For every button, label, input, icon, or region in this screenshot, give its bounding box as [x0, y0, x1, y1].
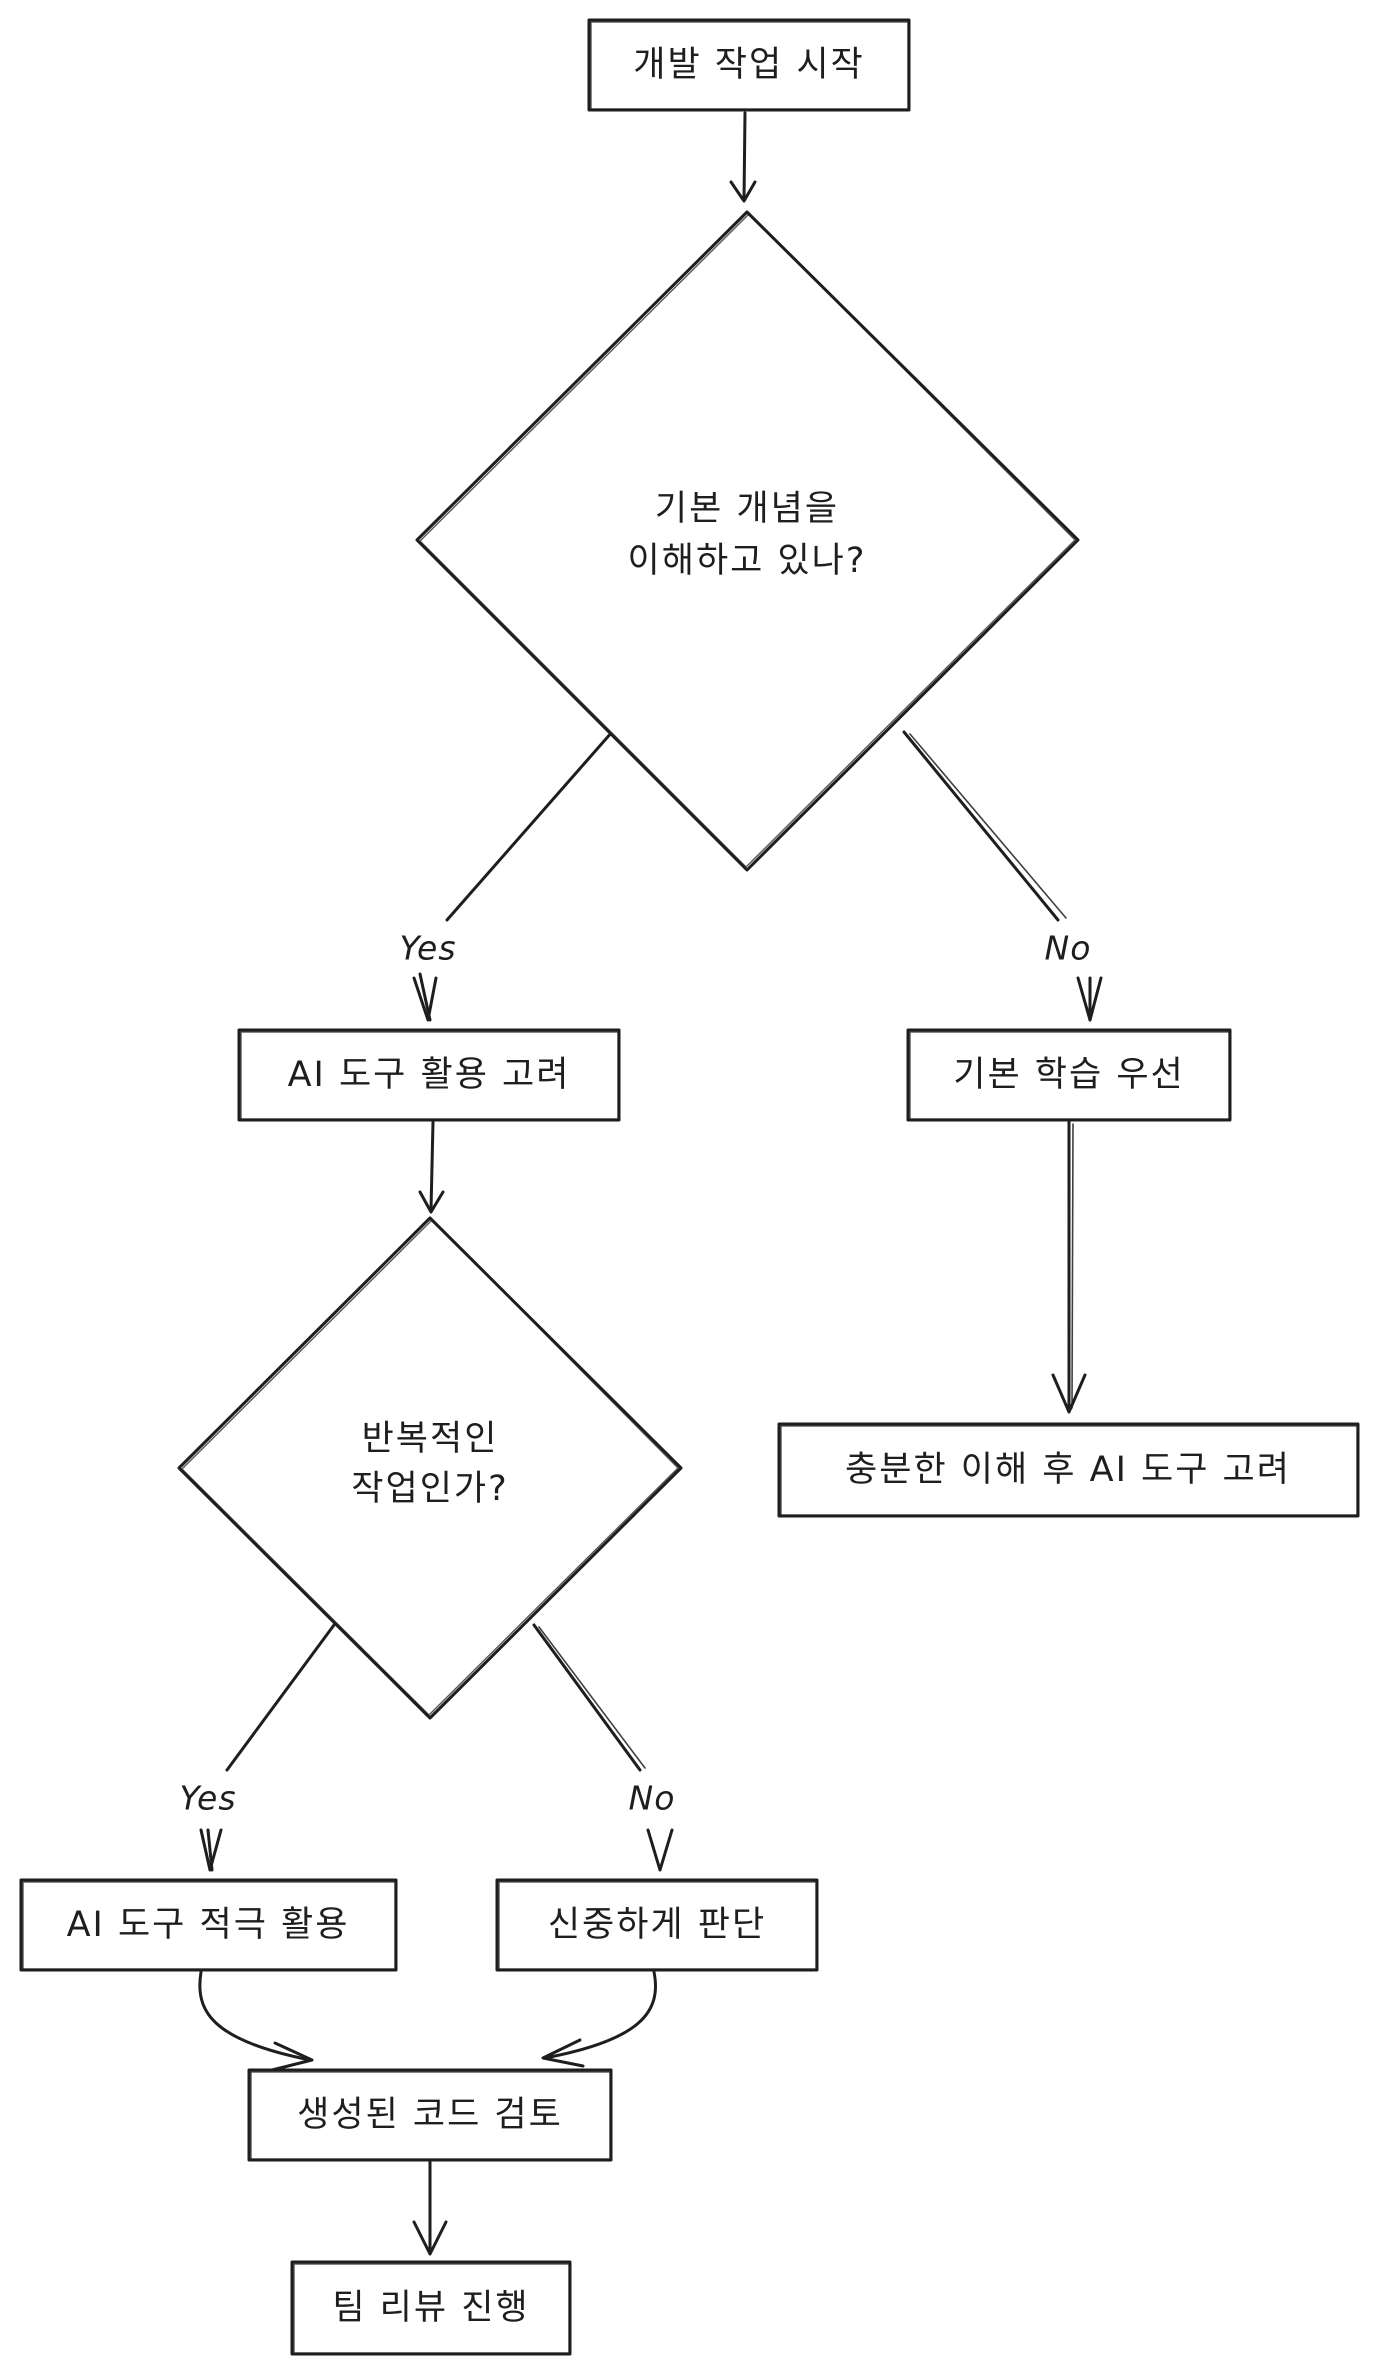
node-basic-learning[interactable]: 기본 학습 우선 [906, 1028, 1232, 1122]
node-start-label: 개발 작업 시작 [633, 45, 864, 85]
edge-repetitive-yes [199, 1623, 336, 1872]
edge-label-repetitive-no: No [629, 1779, 676, 1818]
node-careful-label: 신중하게 판단 [548, 1905, 766, 1945]
edge-concept-yes [412, 730, 614, 1022]
edge-label-concept-yes: Yes [399, 929, 456, 968]
decision-repetitive-label-line2: 작업인가? [351, 1469, 508, 1509]
node-decision-repetitive[interactable]: 반복적인 작업인가? [177, 1216, 683, 1720]
node-review-code[interactable]: 생성된 코드 검토 [247, 2068, 613, 2162]
node-use-ai[interactable]: AI 도구 적극 활용 [19, 1878, 398, 1972]
node-consider-ai-label: AI 도구 활용 고려 [288, 1055, 571, 1095]
edge-basic-learning-to-after-understanding [1051, 1120, 1087, 1414]
edge-repetitive-no [532, 1623, 674, 1872]
node-start[interactable]: 개발 작업 시작 [587, 18, 911, 112]
node-team-review[interactable]: 팀 리뷰 진행 [290, 2260, 572, 2356]
node-after-understanding-label: 충분한 이해 후 AI 도구 고려 [845, 1450, 1291, 1490]
edge-concept-no [902, 730, 1103, 1022]
edge-start-to-concept-decision [729, 111, 757, 203]
decision-repetitive-label-line1: 반복적인 [362, 1419, 499, 1459]
edge-careful-to-review [541, 1970, 657, 2068]
edge-label-concept-no: No [1045, 929, 1092, 968]
edge-use-ai-to-review [198, 1970, 314, 2072]
node-team-review-label: 팀 리뷰 진행 [332, 2288, 529, 2328]
node-basic-learning-label: 기본 학습 우선 [953, 1055, 1184, 1095]
node-use-ai-label: AI 도구 적극 활용 [67, 1905, 350, 1945]
node-review-code-label: 생성된 코드 검토 [297, 2095, 563, 2135]
node-after-understanding[interactable]: 충분한 이해 후 AI 도구 고려 [777, 1422, 1360, 1518]
edge-label-repetitive-yes: Yes [179, 1779, 236, 1818]
decision-concept-label-line2: 이해하고 있나? [628, 541, 867, 581]
decision-concept-label-line1: 기본 개념을 [655, 489, 839, 529]
node-decision-concept[interactable]: 기본 개념을 이해하고 있나? [415, 210, 1080, 872]
edge-consider-ai-to-repetitive-decision [418, 1120, 445, 1214]
node-careful[interactable]: 신중하게 판단 [495, 1878, 819, 1972]
edge-review-to-team-review [412, 2160, 448, 2256]
node-consider-ai[interactable]: AI 도구 활용 고려 [237, 1028, 621, 1122]
